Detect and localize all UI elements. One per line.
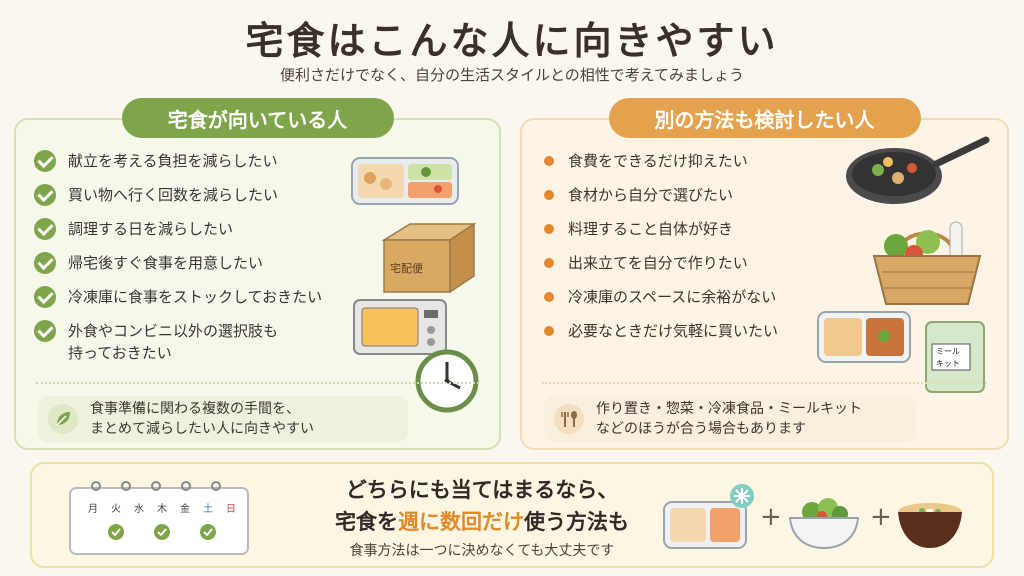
suitable-heading: 宅食が向いている人 [121,98,394,138]
check-icon [34,184,56,206]
calendar-day: 水 [134,503,144,515]
bottom-banner: 月 火 水 木 金 土 日 どちらにも当てはまるなら、 宅食を週に数回だけ使う方… [30,462,994,568]
page-title: 宅食はこんな人に向きやすい [245,19,779,63]
calendar-day: 土 [203,502,213,515]
list-item: 必要なときだけ気軽に買いたい [540,320,778,354]
check-icon [34,320,56,342]
banner-line3: 食事方法は一つに決めなくても大丈夫です [349,543,615,559]
bullet-icon [544,292,554,302]
kit-label: キット [936,359,960,368]
list-item: 買い物へ行く回数を減らしたい [34,184,322,218]
list-item: 出来立てを自分で作りたい [540,252,778,286]
salad-bowl-icon [788,498,860,550]
bullet-icon [544,224,554,234]
alternative-list: 食費をできるだけ抑えたい 食材から自分で選びたい 料理すること自体が好き 出来立… [540,150,778,354]
list-item: 冷凍庫に食事をストックしておきたい [34,286,322,320]
calendar-day: 金 [180,502,190,515]
plus-sign: + [760,502,782,532]
banner-line1: どちらにも当てはまるなら、 [345,478,619,502]
check-icon [34,150,56,172]
suitable-panel: 宅食が向いている人 献立を考える負担を減らしたい 買い物へ行く回数を減らしたい … [14,98,501,450]
list-item: 冷凍庫のスペースに余裕がない [540,286,778,320]
clock-icon [415,349,479,413]
box-label: 宅配便 [390,261,423,275]
list-item: 帰宅後すぐ食事を用意したい [34,252,322,286]
list-item: 食費をできるだけ抑えたい [540,150,778,184]
food-container-icon [817,311,911,363]
leaf-icon [48,404,78,434]
list-item: 料理すること自体が好き [540,218,778,252]
meal-tray-icon [351,157,459,205]
meal-kit-icon: ミール キット [925,321,985,393]
microwave-icon [353,299,447,355]
kit-label: ミール [936,347,960,356]
calendar-day: 日 [226,504,236,515]
check-icon [200,524,216,540]
suitable-list: 献立を考える負担を減らしたい 買い物へ行く回数を減らしたい 調理する日を減らした… [34,150,322,380]
check-icon [34,218,56,240]
check-icon [34,286,56,308]
divider [542,382,987,384]
banner-line2: 宅食を週に数回だけ使う方法も [335,510,629,534]
list-item: 献立を考える負担を減らしたい [34,150,322,184]
plus-sign: + [870,502,892,532]
suitable-note: 食事準備に関わる複数の手間を、まとめて減らしたい人に向きやすい [38,396,408,442]
check-icon [108,524,124,540]
calendar-day: 木 [157,503,167,515]
bullet-icon [544,190,554,200]
calendar-day: 月 [88,503,98,515]
frozen-meal-tray-icon [663,484,754,549]
alternative-heading: 別の方法も検討したい人 [608,98,921,138]
check-icon [34,252,56,274]
list-item: 食材から自分で選びたい [540,184,778,218]
delivery-box-icon: 宅配便 [381,222,477,294]
divider [36,382,479,384]
list-item: 調理する日を減らしたい [34,218,322,252]
list-item: 外食やコンビニ以外の選択肢も持っておきたい [34,320,322,380]
page-subtitle: 便利さだけでなく、自分の生活スタイルとの相性で考えてみましょう [279,66,745,84]
bullet-icon [544,326,554,336]
bullet-icon [544,258,554,268]
check-icon [154,524,170,540]
vegetable-basket-icon [872,221,982,305]
alternative-panel: 別の方法も検討したい人 食費をできるだけ抑えたい 食材から自分で選びたい 料理す… [520,98,1009,450]
bullet-icon [544,156,554,166]
miso-soup-icon [898,503,962,548]
alternative-note: 作り置き・惣菜・冷凍食品・ミールキットなどのほうが合う場合もあります [544,396,916,442]
calendar-day: 火 [111,503,121,515]
calendar-icon: 月 火 水 木 金 土 日 [69,481,249,555]
frying-pan-icon [846,136,990,204]
fork-spoon-icon [554,404,584,434]
